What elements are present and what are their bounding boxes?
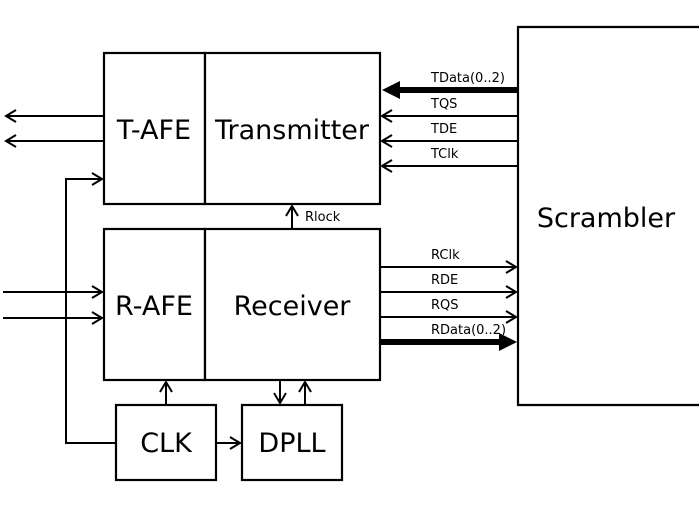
- clk-label: CLK: [140, 428, 193, 459]
- rclk-label: RClk: [431, 248, 460, 263]
- tqs-label: TQS: [430, 97, 457, 112]
- rde-arrow: [380, 285, 518, 299]
- rqs-arrow: [380, 310, 518, 324]
- tdata-label: TData(0..2): [430, 71, 505, 86]
- tafe-block: [102, 51, 207, 206]
- tafe-label: T-AFE: [116, 115, 191, 146]
- receiver-block: [203, 227, 382, 382]
- dpll-to-receiver-arrow: [298, 380, 312, 405]
- rclk-arrow: [380, 260, 518, 274]
- clk-to-rafe-arrow: [159, 380, 173, 405]
- scrambler-label: Scrambler: [537, 203, 676, 234]
- clk-block: [114, 403, 218, 482]
- rdata-label: RData(0..2): [431, 323, 506, 338]
- tde-label: TDE: [430, 122, 457, 137]
- rdata-bus-arrow: [380, 333, 517, 351]
- scrambler-block: [516, 25, 699, 407]
- transmitter-block: [203, 51, 382, 206]
- dpll-block: [240, 403, 344, 482]
- dpll-label: DPLL: [258, 428, 325, 459]
- clk-to-dpll-arrow: [216, 436, 242, 450]
- tclk-arrow: [380, 159, 518, 173]
- tclk-label: TClk: [430, 147, 459, 162]
- tde-arrow: [380, 134, 518, 148]
- clk-to-tafe-wire: [65, 172, 116, 444]
- tafe-output-arrow-1: [4, 109, 104, 123]
- rde-label: RDE: [431, 273, 458, 288]
- rlock-label: Rlock: [305, 210, 341, 225]
- rafe-input-arrow-1: [3, 285, 104, 299]
- rafe-input-arrow-2: [3, 311, 104, 325]
- tdata-bus-arrow: [382, 81, 518, 99]
- tafe-output-arrow-2: [4, 134, 104, 148]
- rafe-label: R-AFE: [115, 291, 193, 322]
- transmitter-label: Transmitter: [214, 115, 370, 146]
- receiver-to-dpll-arrow: [273, 380, 287, 405]
- rlock-arrow: [285, 204, 299, 229]
- receiver-label: Receiver: [234, 291, 352, 322]
- rqs-label: RQS: [431, 298, 459, 313]
- rafe-block: [102, 227, 207, 382]
- tqs-arrow: [380, 109, 518, 123]
